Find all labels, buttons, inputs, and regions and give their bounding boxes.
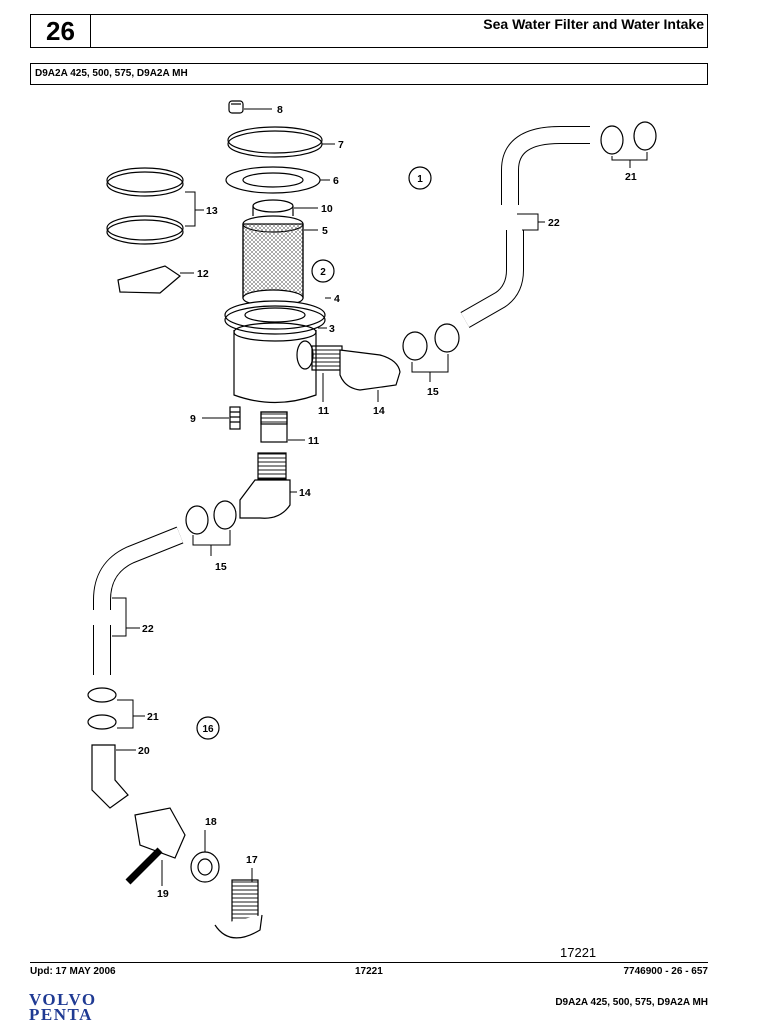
label-part-14-lower: 14 bbox=[299, 487, 311, 499]
part-gasket bbox=[225, 166, 321, 194]
part-clamp-bands bbox=[106, 167, 184, 245]
label-part-9: 9 bbox=[190, 413, 196, 425]
part-nipple-lower bbox=[260, 411, 288, 443]
page-title: Sea Water Filter and Water Intake bbox=[483, 16, 704, 32]
label-part-12: 12 bbox=[197, 268, 209, 280]
label-part-5: 5 bbox=[322, 225, 328, 237]
part-elbow-lower bbox=[239, 452, 291, 519]
part-hose-clamps-upper bbox=[402, 323, 460, 361]
label-part-15-lower: 15 bbox=[215, 561, 227, 573]
leader-lines bbox=[112, 108, 648, 886]
footer-updated: Upd: 17 MAY 2006 bbox=[30, 966, 116, 977]
header-box: 26 Sea Water Filter and Water Intake bbox=[30, 14, 708, 48]
section-number: 26 bbox=[31, 15, 91, 47]
label-part-8: 8 bbox=[277, 104, 283, 116]
footer-center-number: 17221 bbox=[355, 966, 383, 977]
label-part-3: 3 bbox=[329, 323, 335, 335]
group-markers bbox=[196, 166, 432, 740]
part-housing-flange bbox=[224, 300, 326, 335]
label-part-17: 17 bbox=[246, 854, 258, 866]
part-hose-lower bbox=[93, 526, 184, 675]
logo-line-penta: PENTA bbox=[29, 1005, 93, 1024]
volvo-penta-logo: VOLVO PENTA bbox=[29, 990, 129, 1024]
part-drain-screw bbox=[229, 406, 241, 430]
part-hose-upper bbox=[460, 126, 590, 328]
footer-models: D9A2A 425, 500, 575, D9A2A MH bbox=[555, 997, 708, 1008]
marker-group-1: 1 bbox=[417, 174, 423, 185]
footer-part-number: 7746900 - 26 - 657 bbox=[623, 966, 708, 977]
part-seacock-valve bbox=[125, 807, 186, 885]
logo-line-volvo: VOLVO bbox=[29, 990, 97, 1009]
label-part-11-lower: 11 bbox=[308, 435, 319, 447]
label-part-19: 19 bbox=[157, 888, 169, 900]
part-lid bbox=[227, 126, 323, 158]
label-part-10: 10 bbox=[321, 203, 333, 215]
drawing-number: 17221 bbox=[560, 945, 597, 960]
part-nipple-side bbox=[296, 340, 343, 371]
label-part-14-upper: 14 bbox=[373, 405, 385, 417]
label-part-21-top: 21 bbox=[625, 171, 637, 183]
footer-divider bbox=[30, 962, 708, 963]
label-part-4: 4 bbox=[334, 293, 340, 305]
part-cap-screw bbox=[228, 100, 244, 114]
label-part-20: 20 bbox=[138, 745, 150, 757]
part-hose-clamps-bottom bbox=[87, 687, 117, 730]
label-part-11-side: 11 bbox=[318, 405, 329, 417]
marker-group-16: 16 bbox=[202, 724, 214, 735]
part-bracket bbox=[117, 265, 181, 294]
label-part-18: 18 bbox=[205, 816, 217, 828]
part-hose-clamps-lower bbox=[185, 500, 237, 535]
part-through-hull bbox=[214, 879, 263, 939]
part-filter-cap bbox=[252, 199, 294, 216]
label-part-22-lower: 22 bbox=[142, 623, 154, 635]
part-elbow-bottom bbox=[91, 744, 129, 809]
part-nut bbox=[190, 851, 220, 883]
label-part-13: 13 bbox=[206, 205, 218, 217]
label-part-15-upper: 15 bbox=[427, 386, 439, 398]
part-hose-clamps-top bbox=[600, 121, 657, 155]
label-part-21-bottom: 21 bbox=[147, 711, 159, 723]
part-elbow-upper bbox=[339, 349, 401, 391]
part-housing-body bbox=[233, 322, 317, 404]
label-part-6: 6 bbox=[333, 175, 339, 187]
label-part-22-upper: 22 bbox=[548, 217, 560, 229]
label-part-7: 7 bbox=[338, 139, 344, 151]
part-filter-insert bbox=[242, 215, 304, 307]
marker-group-2: 2 bbox=[320, 267, 326, 278]
model-list: D9A2A 425, 500, 575, D9A2A MH bbox=[30, 63, 708, 85]
